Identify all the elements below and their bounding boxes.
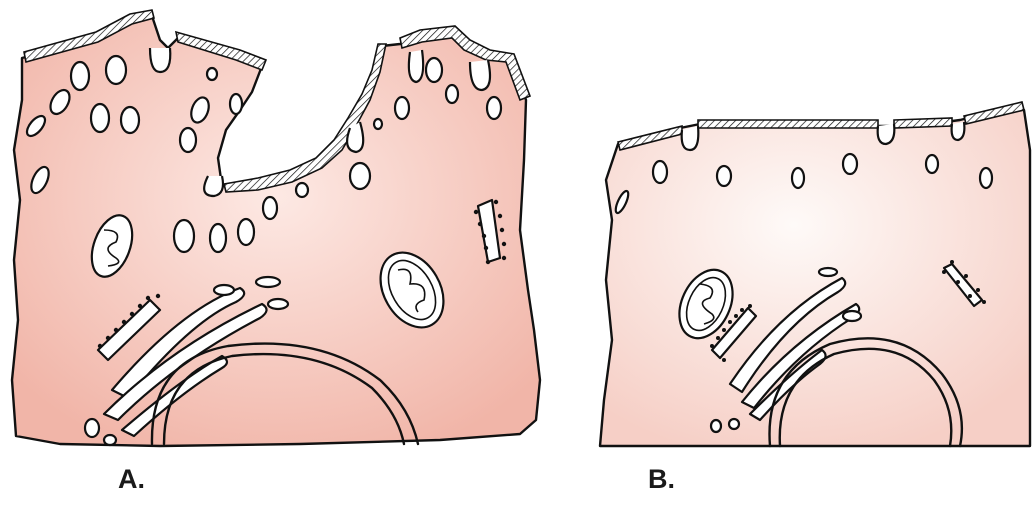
vesicle [729,419,739,429]
vesicle [487,97,501,119]
panel-a-cytoplasm [12,16,540,446]
panel-a-coated-pit [204,176,223,196]
vesicle [91,104,109,132]
vesicle [717,166,731,186]
vesicle [174,220,194,252]
vesicle [106,56,126,84]
vesicle [792,168,804,188]
panel-label-a: A. [118,466,145,493]
vesicle [653,161,667,183]
panel-b-apical-membrane [698,120,878,128]
vesicle [843,154,857,174]
vesicle [296,183,308,197]
vesicle [71,62,89,90]
panel-b-coated-pit [952,122,965,140]
vesicle [446,85,458,103]
vesicle [350,163,370,189]
vesicle [980,168,992,188]
golgi-vesicle [214,285,234,295]
panel-a-coated-pit [150,48,170,72]
vesicle [426,58,442,82]
vesicle [207,68,217,80]
panel-b-coated-pit [878,124,895,144]
golgi-vesicle [819,268,837,276]
panel-b-apical-membrane [894,118,952,128]
vesicle [104,435,116,445]
golgi-vesicle [843,311,861,321]
panel-label-b: B. [648,466,675,493]
vesicle [395,97,409,119]
vesicle [121,107,139,133]
vesicle [230,94,242,114]
vesicle [210,224,226,252]
vesicle [180,128,196,152]
vesicle [238,219,254,245]
panel-a-cell [12,10,540,446]
panel-b-cell [600,102,1030,446]
vesicle [374,119,382,129]
vesicle [85,419,99,437]
panel-b-coated-pit [682,126,699,150]
vesicle [711,420,721,432]
vesicle [926,155,938,173]
golgi-vesicle [256,277,280,287]
golgi-vesicle [268,299,288,309]
panel-a-coated-pit [409,50,423,82]
vesicle [263,197,277,219]
